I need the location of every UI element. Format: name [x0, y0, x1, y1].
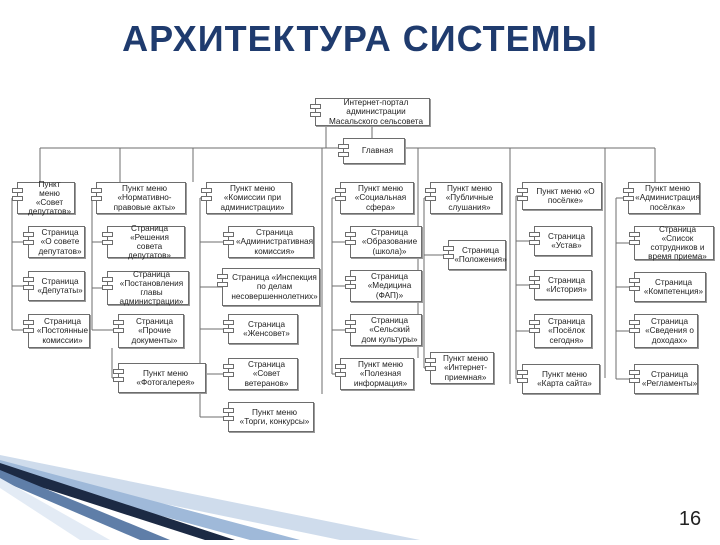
page-label: Страница «Постановления главы администра… — [119, 269, 184, 307]
page-reglamenty: Страница «Регламенты» — [629, 364, 698, 394]
page-label: Страница «История» — [546, 275, 587, 294]
menu-normativno-pravovye-akty: Пункт меню «Нормативно-правовые акты» — [91, 182, 186, 214]
menu-label: Пункт меню «Полезная информация» — [353, 360, 408, 388]
menu-fotogalereya: Пункт меню «Фотогалерея» — [113, 363, 206, 393]
menu-torgi-konkursy: Пункт меню «Торги, конкурсы» — [223, 402, 314, 432]
node-root: Интернет-портал администрации Масальског… — [310, 98, 430, 126]
menu-label: Пункт меню «Публичные слушания» — [445, 184, 494, 212]
menu-label: Пункт меню «Комиссии при администрации» — [220, 184, 285, 212]
page-zhensovet: Страница «Женсовет» — [223, 314, 298, 344]
page-label: Страница «О совете депутатов» — [38, 228, 82, 256]
page-inspekciya: Страница «Инспекция по делам несовершенн… — [217, 268, 320, 306]
page-sovet-veteranov: Страница «Совет ветеранов» — [223, 358, 298, 390]
page-selskiy-dom-kultury: Страница «Сельский дом культуры» — [345, 314, 422, 346]
menu-label: Пункт меню «Социальная сфера» — [354, 184, 407, 212]
page-kompetenciya: Страница «Компетенция» — [629, 272, 706, 302]
menu-administraciya-poselka: Пункт меню «Администрация посёлка» — [623, 182, 700, 214]
page-label: Страница «Постоянные комиссии» — [36, 317, 89, 345]
page-resheniya-soveta: Страница «Решения совета депутатов» — [102, 223, 185, 261]
page-label: Страница «Образование (школа)» — [361, 228, 418, 256]
page-label: Страница «Компетенция» — [643, 277, 704, 296]
page-deputaty: Страница «Депутаты» — [23, 271, 85, 301]
page-label: Страница «Сведения о доходах» — [645, 317, 694, 345]
page-svedeniya-o-dohodah: Страница «Сведения о доходах» — [629, 314, 698, 348]
page-label: Страница «Список сотрудников и время при… — [648, 224, 707, 262]
page-label: Страница «Устав» — [547, 231, 586, 250]
page-label: Страница «Административная комиссия» — [235, 228, 314, 256]
menu-publichnye-slushaniya: Пункт меню «Публичные слушания» — [425, 182, 502, 214]
page-label: Страница «Совет ветеранов» — [244, 360, 289, 388]
page-poselok-segodnya: Страница «Посёлок сегодня» — [529, 314, 592, 348]
node-root-label: Интернет-портал администрации Масальског… — [328, 98, 424, 126]
page-administrativnaya-komissiya: Страница «Административная комиссия» — [223, 226, 314, 258]
menu-label: Пункт меню «Нормативно-правовые акты» — [113, 184, 176, 212]
page-label: Страница «Медицина (ФАП)» — [367, 272, 412, 300]
menu-poleznaya-informaciya: Пункт меню «Полезная информация» — [335, 358, 414, 390]
menu-sovet-deputatov: Пункт меню «Совет депутатов» — [12, 179, 75, 217]
menu-label: Пункт меню «Фотогалерея» — [136, 368, 195, 387]
menu-internet-priemnaya: Пункт меню «Интернет-приемная» — [425, 352, 494, 384]
page-label: Страница «Депутаты» — [37, 276, 83, 295]
menu-label: Пункт меню «Карта сайта» — [537, 369, 592, 388]
page-o-sovete: Страница «О совете депутатов» — [23, 226, 85, 258]
menu-label: Пункт меню «О посёлке» — [536, 186, 595, 205]
menu-komissii-pri-administracii: Пункт меню «Комиссии при администрации» — [201, 182, 292, 214]
menu-label: Пункт меню «Совет депутатов» — [28, 179, 72, 217]
menu-label: Пункт меню «Администрация посёлка» — [635, 184, 700, 212]
menu-karta-sayta: Пункт меню «Карта сайта» — [517, 364, 600, 394]
page-label: Страница «Прочие документы» — [131, 317, 178, 345]
menu-socialnaya-sfera: Пункт меню «Социальная сфера» — [335, 182, 414, 214]
page-label: Страница «Регламенты» — [641, 369, 698, 388]
page-prochie-dokumenty: Страница «Прочие документы» — [113, 314, 184, 348]
page-label: Страница «Женсовет» — [243, 319, 290, 338]
page-postanovleniya-glavy: Страница «Постановления главы администра… — [102, 269, 189, 307]
page-label: Страница «Посёлок сегодня» — [547, 317, 586, 345]
page-label: Страница «Решения совета депутатов» — [127, 223, 171, 261]
page-istoriya: Страница «История» — [529, 270, 592, 300]
page-title: АРХИТЕКТУРА СИСТЕМЫ — [122, 18, 598, 59]
page-number: 16 — [678, 508, 702, 530]
page-medicina: Страница «Медицина (ФАП)» — [345, 270, 422, 302]
page-label: Страница «Сельский дом культуры» — [361, 316, 418, 344]
menu-label: Пункт меню «Торги, конкурсы» — [239, 407, 310, 426]
page-postoyannye-komissii: Страница «Постоянные комиссии» — [23, 314, 90, 348]
node-main: Главная — [338, 138, 405, 164]
page-polozheniya: Страница «Положения» — [443, 240, 507, 270]
page-ustav: Страница «Устав» — [529, 226, 592, 256]
page-label: Страница «Инспекция по делам несовершенн… — [231, 273, 318, 301]
menu-o-poselke: Пункт меню «О посёлке» — [517, 182, 602, 210]
node-main-label: Главная — [361, 146, 394, 156]
page-label: Страница «Положения» — [454, 245, 507, 264]
page-obrazovanie: Страница «Образование (школа)» — [345, 226, 422, 258]
page-spisok-sotrudnikov: Страница «Список сотрудников и время при… — [629, 224, 714, 262]
menu-label: Пункт меню «Интернет-приемная» — [442, 354, 489, 382]
